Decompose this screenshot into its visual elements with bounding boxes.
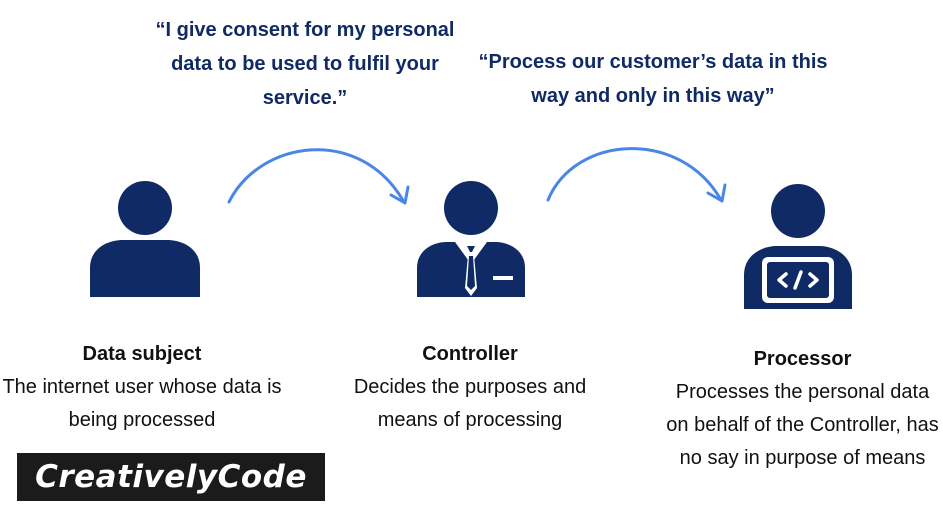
person-icon [90,181,200,297]
arrow-head-2 [706,183,727,203]
data-subject-title: Data subject [82,343,202,365]
process-instruction-quote: “Process our customer’s data in this way… [478,51,828,107]
controller-title: Controller [422,343,518,365]
processor-description: Processes the personal data on behalf of… [666,381,939,469]
creativelycode-logo: CreativelyCode [17,453,325,501]
data-subject-caption: Data subject The internet user whose dat… [2,338,282,437]
arrow-head-1 [389,185,410,205]
developer-laptop-icon [744,184,852,309]
data-subject-description: The internet user whose data is being pr… [2,376,282,431]
processor-title: Processor [753,348,852,370]
controller-caption: Controller Decides the purposes and mean… [325,338,615,437]
processor-caption: Processor Processes the personal data on… [665,343,940,475]
consent-quote: “I give consent for my personal data to … [155,19,455,109]
arrow-controller-to-processor [546,147,723,202]
controller-description: Decides the purposes and means of proces… [353,376,587,431]
businessman-icon [417,181,525,297]
arrow-subject-to-controller [227,148,406,204]
